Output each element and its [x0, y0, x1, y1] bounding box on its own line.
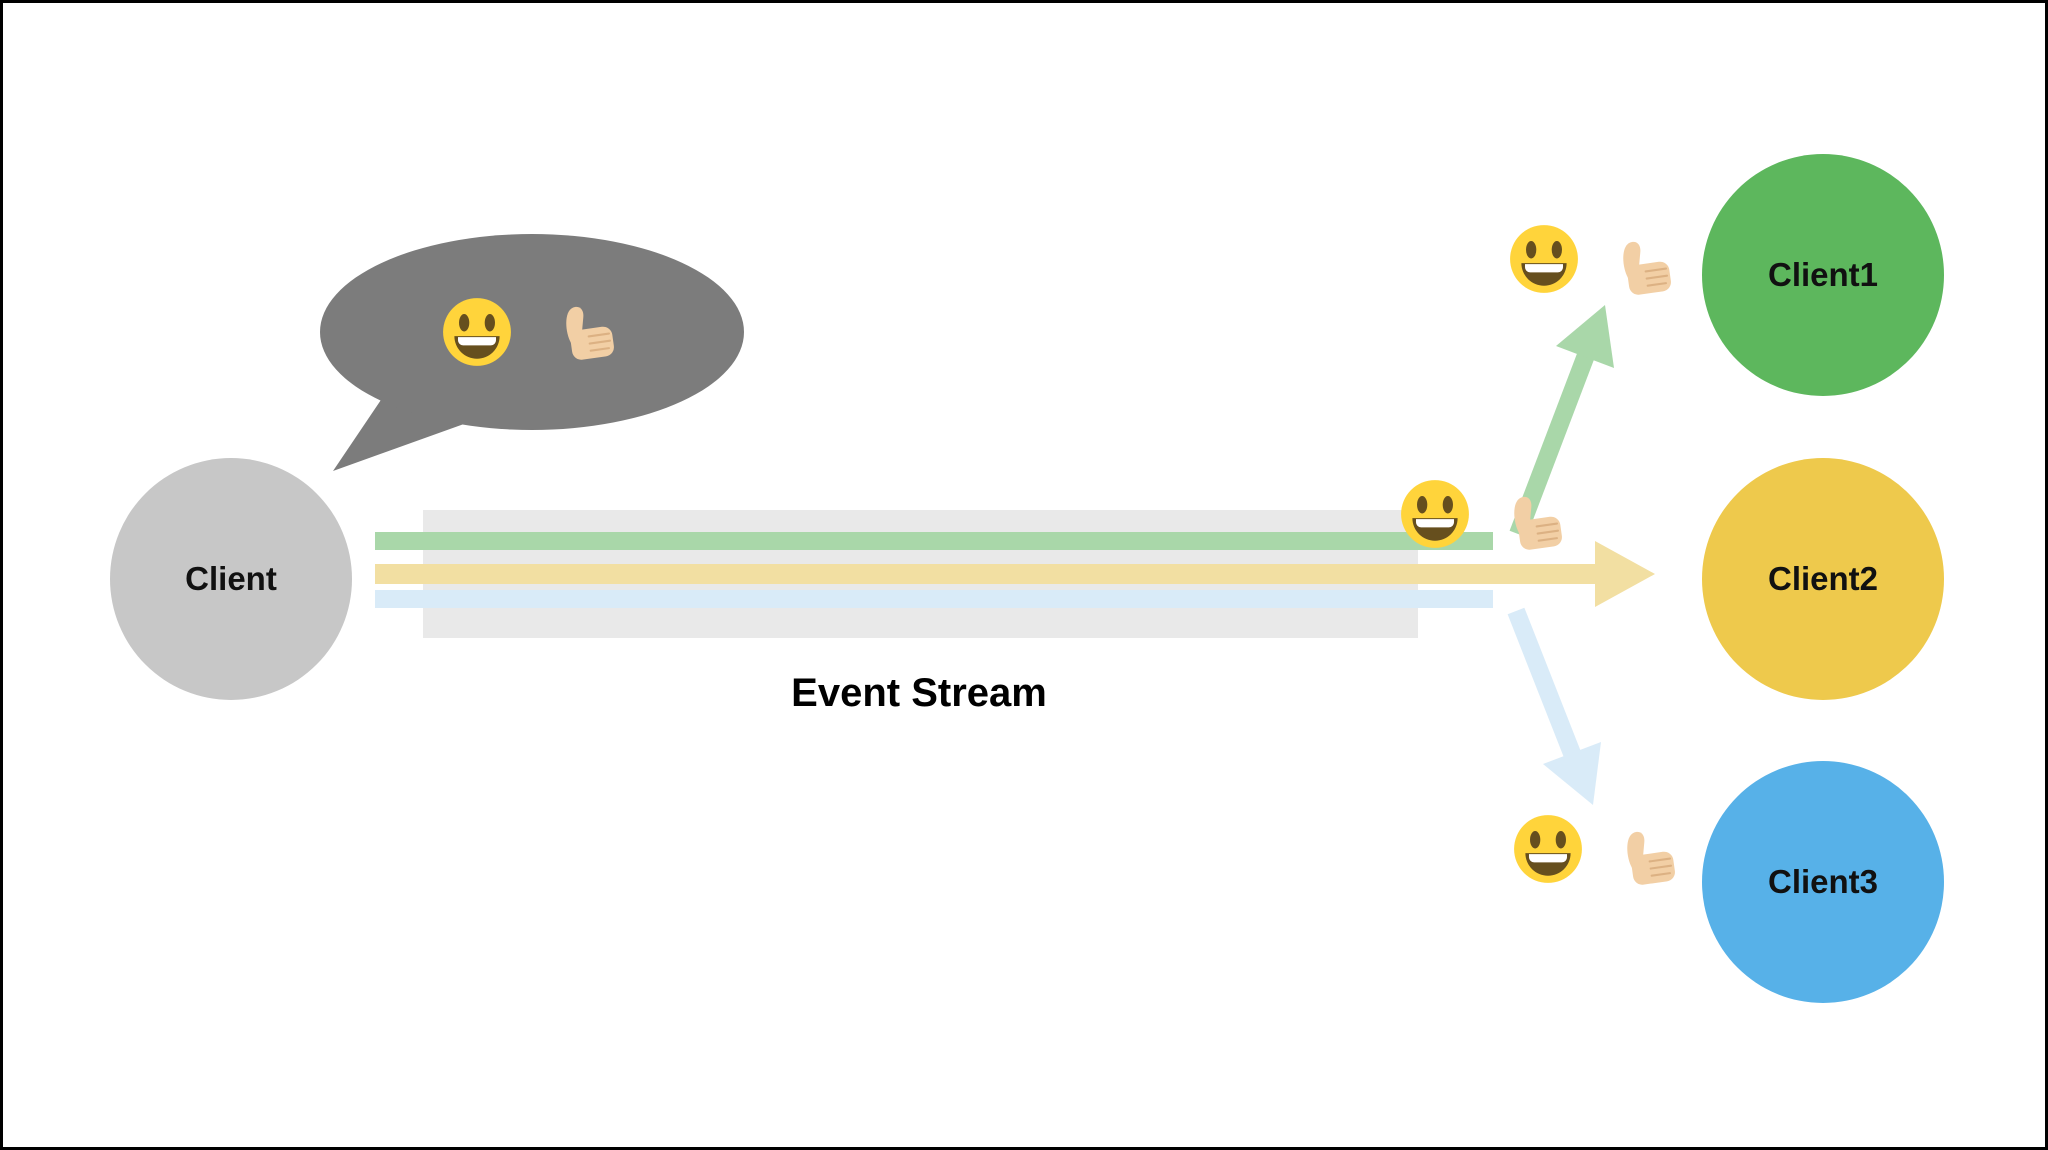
- blue-arrow-branch: [1507, 607, 1582, 760]
- client-source-label: Client: [185, 560, 277, 597]
- thumbs-up-icon: [1514, 496, 1562, 550]
- yellow-arrowhead-icon: [1595, 541, 1655, 607]
- blue-arrowhead-icon: [1543, 742, 1601, 805]
- thumbs-up-icon: [1627, 831, 1675, 885]
- client2-node: Client2: [1702, 458, 1944, 700]
- client-source-node: Client: [110, 458, 352, 700]
- event-marker-top: [1507, 222, 1681, 304]
- green-arrowhead-icon: [1556, 305, 1614, 368]
- thumbs-up-icon: [1623, 241, 1671, 295]
- thumbs-up-icon: [566, 306, 614, 360]
- client3-label: Client3: [1767, 863, 1879, 900]
- smiley-icon: [1514, 815, 1582, 883]
- smiley-icon: [1401, 480, 1469, 548]
- client3-node: Client3: [1702, 761, 1944, 1003]
- event-marker-bottom: [1511, 812, 1685, 894]
- smiley-icon: [1510, 225, 1578, 293]
- client1-label: Client1: [1767, 256, 1879, 293]
- speech-bubble: [320, 234, 744, 430]
- event-stream-label: Event Stream: [791, 671, 1047, 715]
- client1-node: Client1: [1702, 154, 1944, 396]
- smiley-icon: [443, 298, 511, 366]
- client2-label: Client2: [1767, 560, 1879, 597]
- event-marker-mid: [1398, 477, 1572, 559]
